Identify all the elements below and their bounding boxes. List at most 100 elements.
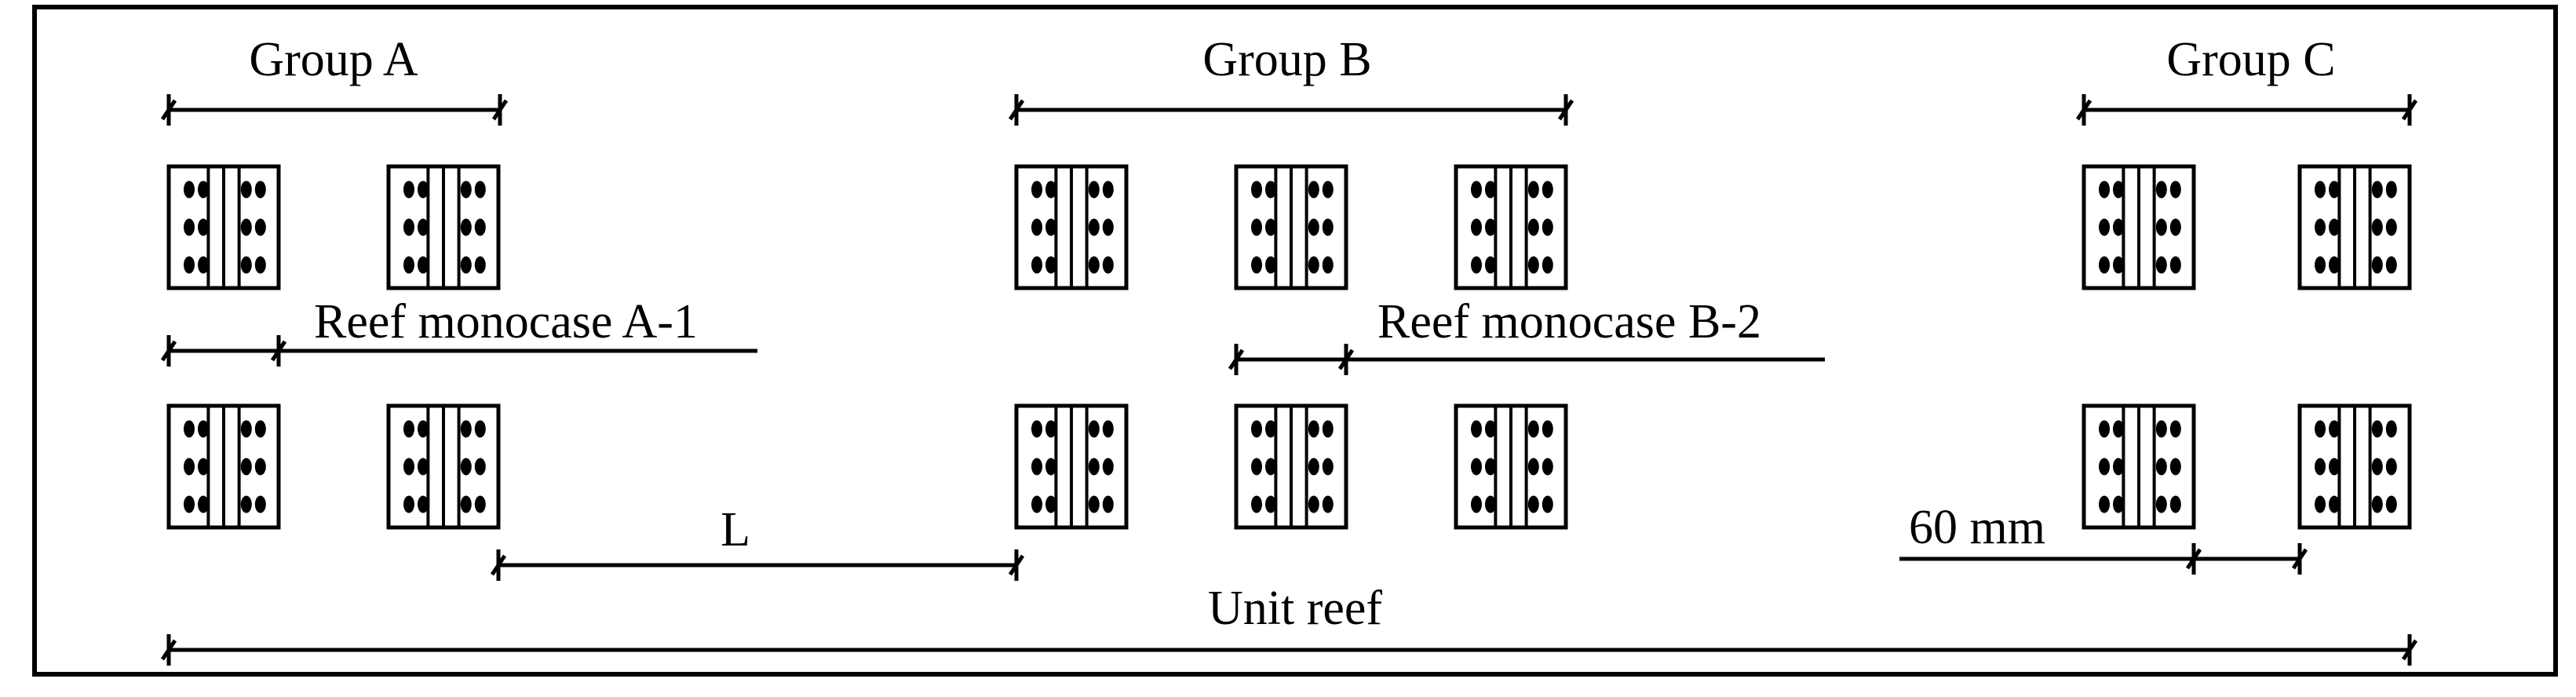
monocase-hole [1045, 458, 1056, 476]
monocase-hole [1265, 256, 1276, 274]
monocase-hole [1308, 181, 1319, 199]
outer-frame [32, 5, 2558, 677]
monocase-hole [2155, 495, 2167, 513]
reef-monocase [2082, 164, 2196, 290]
monocase-hole [1322, 420, 1334, 438]
monocase-hole [1251, 420, 1262, 438]
monocase-hole [1045, 256, 1056, 274]
reef-monocase [1014, 403, 1129, 530]
monocase-hole [184, 458, 195, 476]
monocase-hole [2169, 420, 2181, 438]
monocase-hole [198, 495, 209, 513]
monocase-hole [2099, 181, 2110, 199]
monocase-hole [418, 181, 429, 199]
monocase-hole [2385, 181, 2397, 199]
monocase-hole [1308, 420, 1319, 438]
monocase-hole [254, 420, 266, 438]
monocase-hole [1265, 420, 1276, 438]
reef-monocase [1234, 403, 1348, 530]
monocase-hole [1542, 181, 1553, 199]
spacing-l-label: L [721, 503, 750, 557]
monocase-hole [1088, 495, 1100, 513]
monocase-hole [1088, 458, 1100, 476]
monocase-hole [254, 495, 266, 513]
monocase-hole [2169, 458, 2181, 476]
monocase-hole [2315, 256, 2326, 274]
dimension-slash [1228, 348, 1245, 370]
monocase-hole [474, 420, 486, 438]
reef-monocase [166, 403, 281, 530]
dimension-slash [1557, 99, 1574, 121]
monocase-b2-label: Reef monocase B-2 [1377, 295, 1761, 348]
reef-monocase [1014, 164, 1129, 290]
monocase-hole [2315, 458, 2326, 476]
monocase-hole [2169, 495, 2181, 513]
monocase-hole [1251, 256, 1262, 274]
monocase-hole [1031, 218, 1042, 236]
monocase-hole [2099, 218, 2110, 236]
monocase-hole [240, 181, 252, 199]
monocase-hole [254, 458, 266, 476]
monocase-hole [418, 420, 429, 438]
monocase-hole [184, 420, 195, 438]
monocase-hole [1322, 458, 1334, 476]
monocase-hole [1471, 181, 1482, 199]
monocase-hole [1527, 256, 1539, 274]
monocase-hole [1527, 181, 1539, 199]
monocase-hole [1542, 218, 1553, 236]
monocase-hole [1265, 458, 1276, 476]
monocase-hole [1485, 420, 1496, 438]
monocase-hole [1088, 181, 1100, 199]
spacing-60mm-label: 60 mm [1909, 501, 2045, 554]
monocase-hole [1251, 181, 1262, 199]
monocase-hole [1088, 256, 1100, 274]
monocase-hole [198, 181, 209, 199]
monocase-hole [2169, 218, 2181, 236]
monocase-hole [1485, 458, 1496, 476]
monocase-hole [418, 495, 429, 513]
monocase-hole [2113, 420, 2124, 438]
monocase-hole [2155, 458, 2167, 476]
monocase-hole [254, 218, 266, 236]
reef-monocase [166, 164, 281, 290]
monocase-hole [1102, 256, 1114, 274]
dimension-slash [1008, 99, 1025, 121]
monocase-hole [1045, 420, 1056, 438]
monocase-hole [1045, 218, 1056, 236]
monocase-hole [2329, 218, 2340, 236]
monocase-hole [240, 256, 252, 274]
monocase-hole [1527, 218, 1539, 236]
monocase-hole [1031, 256, 1042, 274]
monocase-hole [2113, 181, 2124, 199]
monocase-hole [418, 256, 429, 274]
monocase-hole [403, 495, 414, 513]
monocase-hole [2385, 420, 2397, 438]
monocase-hole [2155, 218, 2167, 236]
monocase-hole [240, 458, 252, 476]
monocase-hole [184, 495, 195, 513]
monocase-hole [418, 218, 429, 236]
reef-monocase [2297, 164, 2412, 290]
monocase-hole [1308, 256, 1319, 274]
monocase-hole [418, 458, 429, 476]
monocase-hole [184, 218, 195, 236]
monocase-hole [2099, 495, 2110, 513]
reef-monocase [1234, 164, 1348, 290]
monocase-hole [1471, 218, 1482, 236]
monocase-hole [2113, 256, 2124, 274]
monocase-hole [1485, 218, 1496, 236]
monocase-hole [2113, 218, 2124, 236]
monocase-hole [1308, 495, 1319, 513]
monocase-hole [1102, 218, 1114, 236]
monocase-hole [1265, 495, 1276, 513]
dimension-slash [491, 99, 509, 121]
monocase-hole [2371, 420, 2383, 438]
monocase-hole [403, 420, 414, 438]
monocase-hole [1485, 256, 1496, 274]
monocase-hole [2099, 256, 2110, 274]
monocase-hole [2385, 256, 2397, 274]
monocase-hole [2385, 218, 2397, 236]
monocase-hole [2113, 495, 2124, 513]
monocase-hole [1251, 495, 1262, 513]
monocase-hole [1542, 458, 1553, 476]
